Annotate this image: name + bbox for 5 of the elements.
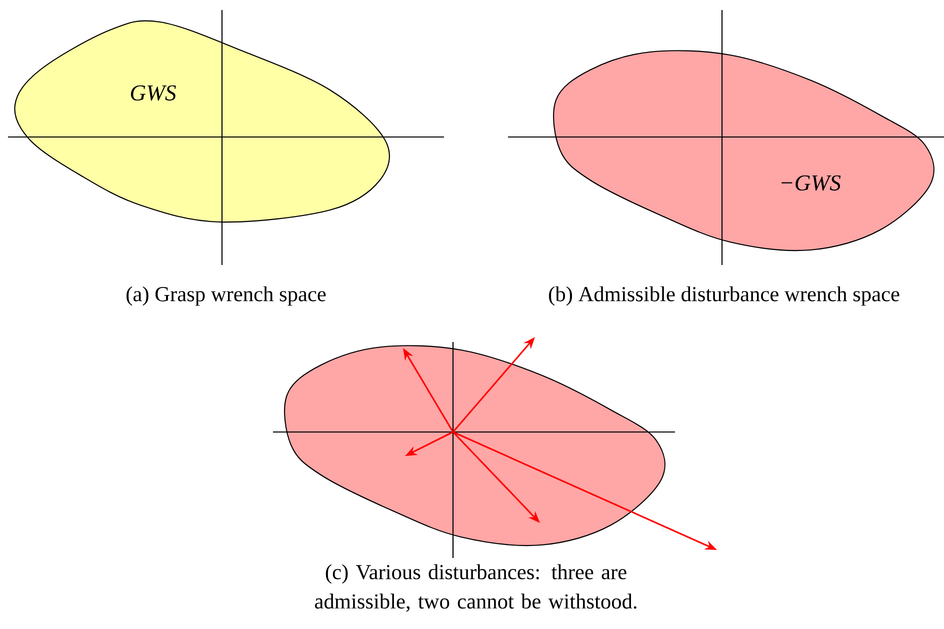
caption: (b) Admissible disturbance wrench space	[549, 286, 900, 306]
region-shape	[284, 345, 666, 546]
region-label: −GWS	[782, 175, 841, 191]
region-label: GWS	[130, 85, 176, 101]
caption: (a) Grasp wrench space	[126, 286, 326, 306]
